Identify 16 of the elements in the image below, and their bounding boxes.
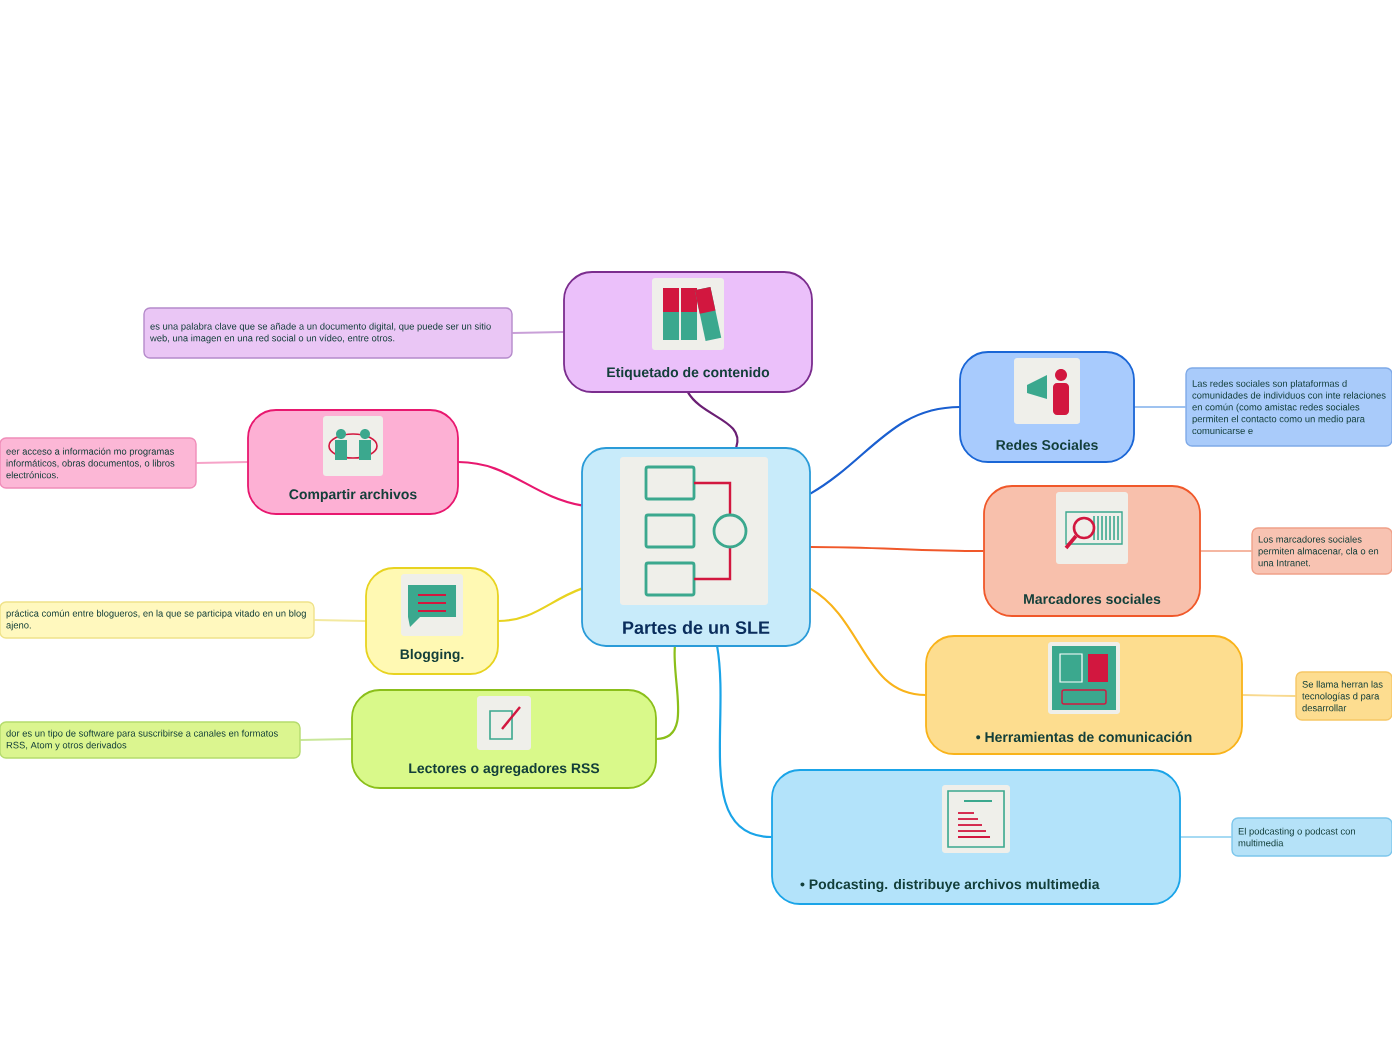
connector xyxy=(810,545,984,553)
connector xyxy=(498,587,582,623)
connector xyxy=(1179,836,1233,838)
connector xyxy=(299,738,353,741)
connector xyxy=(809,405,960,495)
connector xyxy=(458,460,582,507)
connector xyxy=(313,619,367,622)
connector xyxy=(1241,694,1297,697)
connector xyxy=(687,391,739,448)
connector xyxy=(1133,406,1187,408)
connector xyxy=(1199,550,1253,552)
connector xyxy=(195,461,249,464)
connector xyxy=(511,331,565,334)
connector xyxy=(656,646,680,741)
connector xyxy=(716,646,772,839)
connector xyxy=(809,587,926,697)
